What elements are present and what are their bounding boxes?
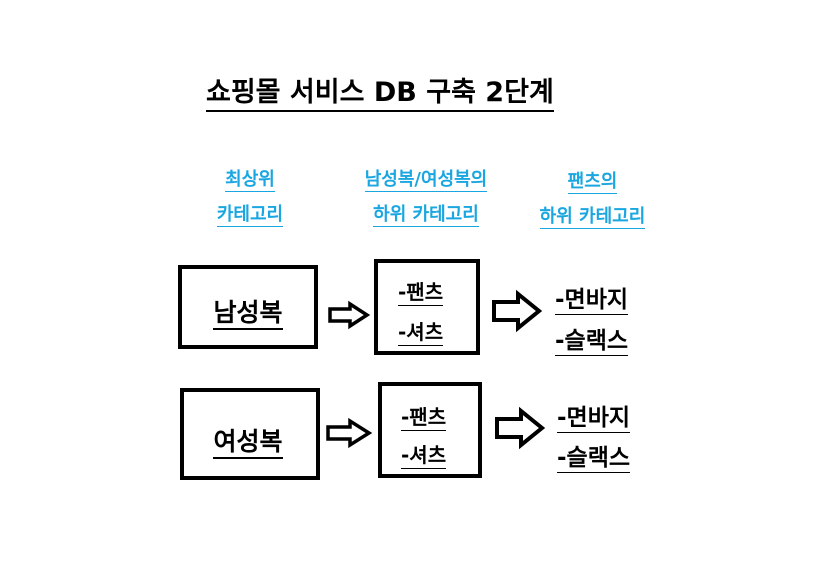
sub-item-shirts: -셔츠 xyxy=(398,320,444,346)
leaf-item-cotton-pants: -면바지 xyxy=(557,405,631,433)
header-pants-line1: 팬츠의 xyxy=(567,171,618,194)
category-box-women: 여성복 xyxy=(180,388,320,480)
sub-item-shirts: -셔츠 xyxy=(401,443,447,469)
header-sub-category-line1: 남성복/여성복의 xyxy=(364,169,488,192)
arrow-icon xyxy=(326,417,373,449)
header-pants-sub-category: 팬츠의 하위 카테고리 xyxy=(520,172,665,232)
header-top-category-line2: 카테고리 xyxy=(216,204,284,227)
leaf-item-slacks: -슬랙스 xyxy=(557,445,631,473)
leaf-item-cotton-pants: -면바지 xyxy=(555,287,629,315)
arrow-icon xyxy=(495,406,546,450)
sub-item-pants: -팬츠 xyxy=(398,280,444,306)
category-label-women: 여성복 xyxy=(213,427,283,459)
category-box-men: 남성복 xyxy=(178,265,318,349)
header-top-category-line1: 최상위 xyxy=(225,169,275,192)
header-top-category: 최상위 카테고리 xyxy=(190,170,310,230)
sub-item-pants: -팬츠 xyxy=(401,405,447,431)
arrow-icon xyxy=(492,289,543,333)
category-label-men: 남성복 xyxy=(213,298,283,330)
arrow-icon xyxy=(328,300,371,330)
leaf-item-slacks: -슬랙스 xyxy=(555,328,629,356)
sub-category-box-men: -팬츠 -셔츠 xyxy=(374,259,480,355)
page-title: 쇼핑몰 서비스 DB 구축 2단계 xyxy=(206,78,554,112)
header-pants-line2: 하위 카테고리 xyxy=(539,206,646,229)
sub-category-box-women: -팬츠 -셔츠 xyxy=(378,382,482,478)
header-sub-category: 남성복/여성복의 하위 카테고리 xyxy=(340,170,512,230)
header-sub-category-line2: 하위 카테고리 xyxy=(373,204,479,227)
